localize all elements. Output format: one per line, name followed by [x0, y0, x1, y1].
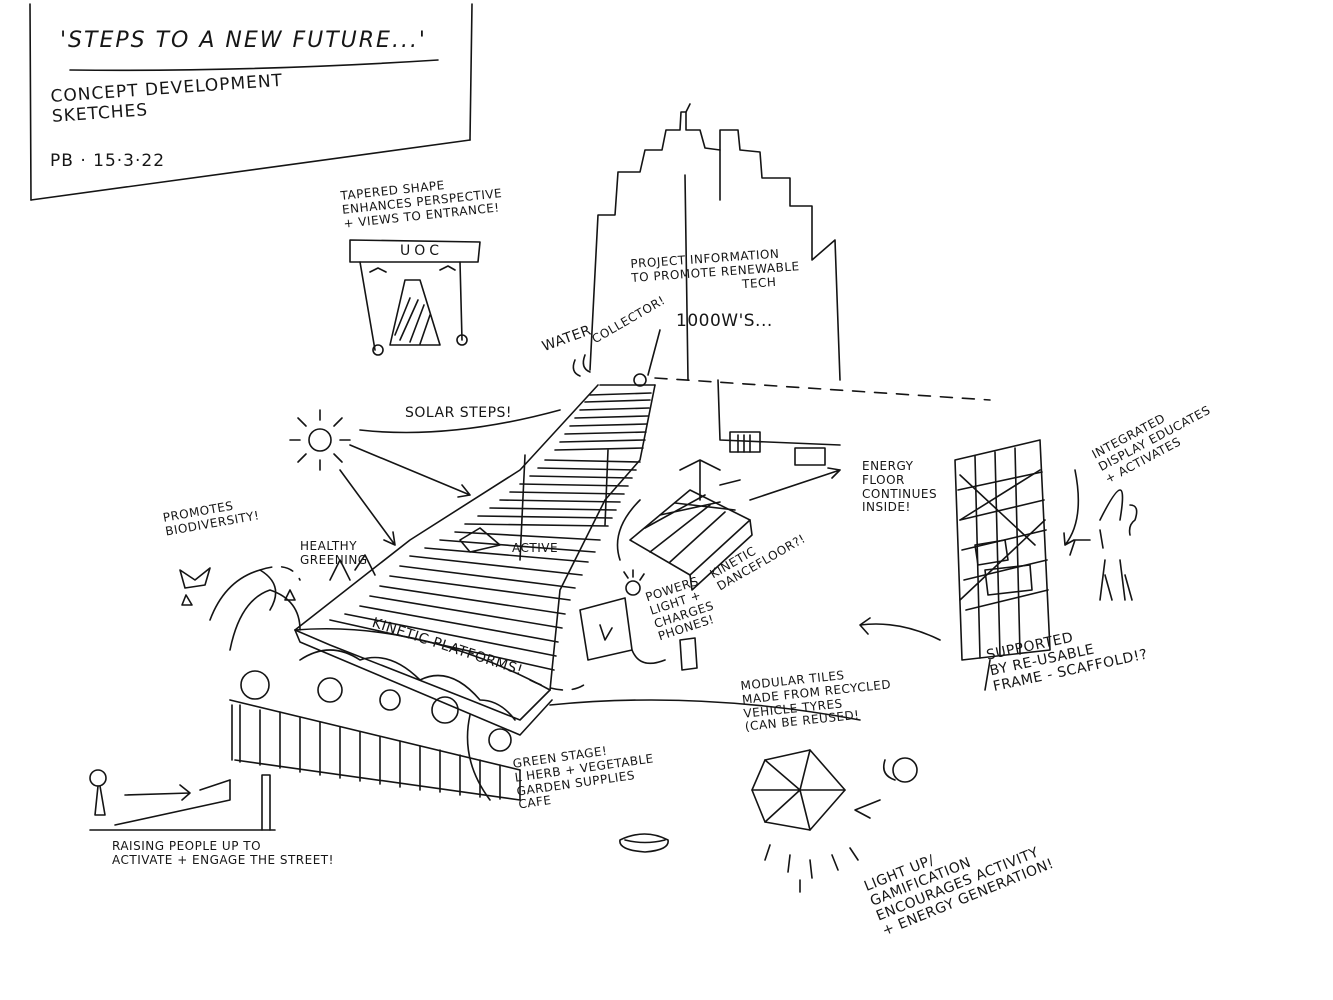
staircase — [294, 373, 656, 736]
arrows — [466, 469, 1080, 819]
raising-section-sketch — [89, 769, 276, 831]
energy-floor-line: Energy — [862, 459, 914, 473]
raising-line: Raising people up to — [112, 839, 262, 853]
greenery — [179, 554, 521, 801]
scaffold-display — [954, 439, 1138, 661]
dashed-connectors — [259, 377, 991, 691]
uoc-sign: UOC — [400, 243, 444, 259]
title-block-frame — [29, 3, 473, 201]
healthy-greening-line: greening — [300, 552, 368, 567]
healthy-greening-note: Healthy greening — [300, 539, 368, 568]
uoc-entrance-sketch — [349, 239, 481, 356]
sandwich-icon — [619, 833, 669, 853]
energy-floor-line: floor — [862, 472, 905, 487]
raising-note: Raising people up to activate + engage t… — [112, 839, 334, 868]
generator-box — [579, 499, 698, 671]
skyline — [589, 103, 841, 466]
energy-floor-line: inside! — [862, 500, 911, 515]
title: 'Steps to a new future...' — [60, 28, 427, 53]
raising-line: activate + engage the street! — [112, 852, 334, 867]
energy-floor-note: Energy floor continues inside! — [862, 459, 938, 515]
water-collector — [572, 329, 661, 377]
solar-steps-label: Solar steps! — [405, 405, 513, 421]
watts-note: 1000W's... — [676, 311, 773, 331]
tyre-tiles — [751, 749, 918, 893]
date: PB · 15·3·22 — [50, 151, 166, 171]
active-label: Active — [512, 541, 559, 555]
healthy-greening-line: Healthy — [300, 539, 358, 553]
energy-floor-line: continues — [862, 486, 938, 501]
sun-icon — [289, 409, 561, 546]
kinetic-dancefloor — [629, 459, 841, 591]
